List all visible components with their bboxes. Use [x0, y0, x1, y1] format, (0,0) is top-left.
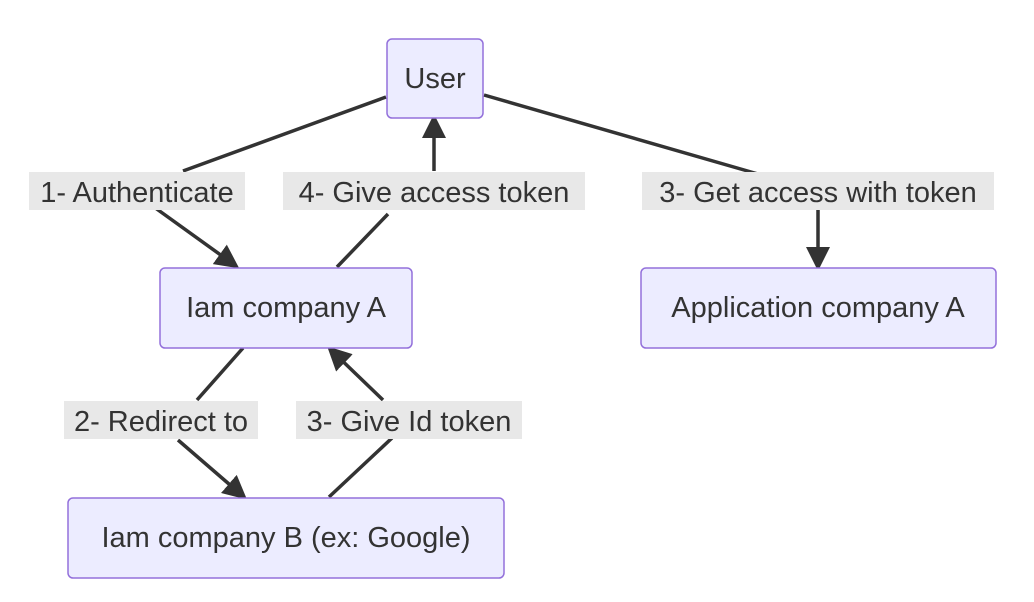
label-get-access: 3- Get access with token: [642, 172, 994, 210]
label-redirect-text: 2- Redirect to: [74, 406, 248, 438]
edge-redirect: [176, 346, 244, 497]
edge-get-access: [483, 93, 818, 267]
label-authenticate: 1- Authenticate: [29, 172, 245, 210]
edge-give-id-token: [329, 349, 394, 499]
edge-authenticate: [152, 95, 387, 266]
node-application-company-a: Application company A: [640, 267, 997, 349]
label-give-id-token: 3- Give Id token: [296, 401, 522, 439]
edge-labels: 1- Authenticate 4- Give access token 3- …: [29, 172, 994, 439]
label-redirect: 2- Redirect to: [64, 401, 258, 439]
nodes: User Iam company A Application company A…: [67, 38, 997, 579]
node-application-company-a-label: Application company A: [671, 292, 965, 324]
node-user-label: User: [404, 63, 466, 95]
label-give-id-token-text: 3- Give Id token: [307, 406, 512, 438]
node-user: User: [386, 38, 484, 119]
label-get-access-text: 3- Get access with token: [659, 177, 977, 209]
label-authenticate-text: 1- Authenticate: [40, 177, 233, 209]
node-iam-company-b: Iam company B (ex: Google): [67, 497, 505, 579]
edges: [152, 93, 818, 499]
node-iam-company-a-label: Iam company A: [186, 292, 387, 324]
node-iam-company-b-label: Iam company B (ex: Google): [101, 522, 470, 554]
label-give-access-token-text: 4- Give access token: [299, 177, 570, 209]
label-give-access-token: 4- Give access token: [283, 172, 585, 210]
node-iam-company-a: Iam company A: [159, 267, 413, 349]
edge-give-access-token: [335, 118, 434, 269]
